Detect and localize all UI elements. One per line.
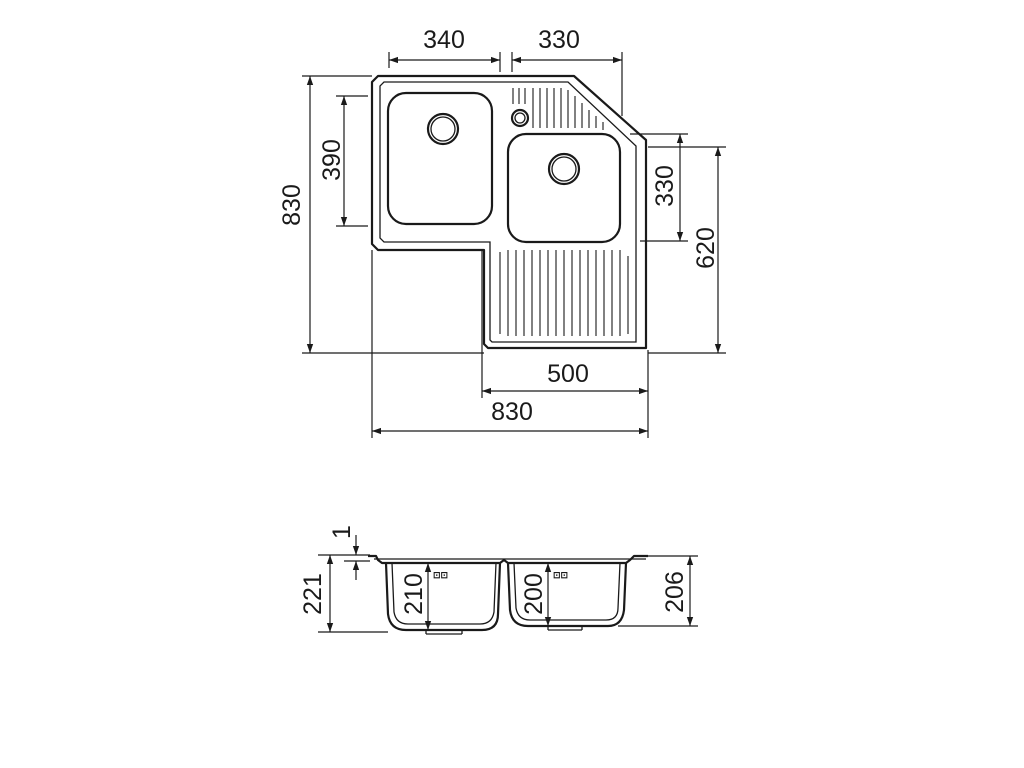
plan-view: 340 330 830 390 330 (278, 26, 726, 438)
section-view: ⊡⊡ ⊡⊡ 1 221 210 200 (299, 525, 698, 635)
bottom-drainer-grooves (499, 250, 629, 336)
dim-label-500: 500 (547, 360, 589, 388)
dim-label-206: 206 (661, 571, 689, 613)
dim-210: 210 (400, 563, 432, 630)
dim-500-horizontal: 500 (481, 250, 649, 438)
dim-label-210: 210 (400, 573, 428, 615)
dim-label-830-horizontal: 830 (491, 398, 533, 426)
dim-label-1: 1 (328, 525, 356, 539)
dim-label-221: 221 (299, 573, 327, 615)
dim-340: 340 (388, 26, 501, 72)
sink-inner-outline (379, 81, 637, 343)
dim-830-horizontal: 830 (371, 250, 648, 438)
sink-outer-outline (370, 74, 648, 350)
dim-label-330-right: 330 (651, 165, 679, 207)
section-left-bowl (384, 562, 502, 632)
dim-label-340: 340 (423, 26, 465, 54)
overflow-marker-left: ⊡⊡ (433, 570, 448, 580)
dim-620-right: 620 (648, 146, 726, 354)
dim-830-vertical: 830 (278, 75, 484, 354)
tap-hole (510, 108, 530, 128)
dim-390-vertical: 390 (318, 95, 368, 227)
right-drain (547, 152, 581, 186)
right-bowl (506, 132, 622, 244)
left-bowl (386, 91, 494, 226)
tap-hole-inner (514, 112, 526, 124)
left-drain-inner (430, 116, 456, 142)
dim-330-top: 330 (511, 26, 623, 116)
dim-label-620-right: 620 (692, 227, 720, 269)
dim-221: 221 (299, 554, 388, 633)
dim-200: 200 (520, 563, 552, 626)
dim-label-200: 200 (520, 573, 548, 615)
dim-330-right: 330 (630, 133, 688, 242)
dim-label-830-vertical: 830 (278, 184, 306, 226)
dim-label-330-top: 330 (538, 26, 580, 54)
top-drainer-grooves (512, 88, 604, 130)
dim-label-390-vertical: 390 (318, 139, 346, 181)
overflow-marker-right: ⊡⊡ (553, 570, 568, 580)
dim-206: 206 (618, 555, 698, 627)
dim-1: 1 (328, 525, 370, 580)
section-right-bowl (506, 562, 628, 628)
right-drain-inner (551, 156, 577, 182)
left-drain (426, 112, 460, 146)
